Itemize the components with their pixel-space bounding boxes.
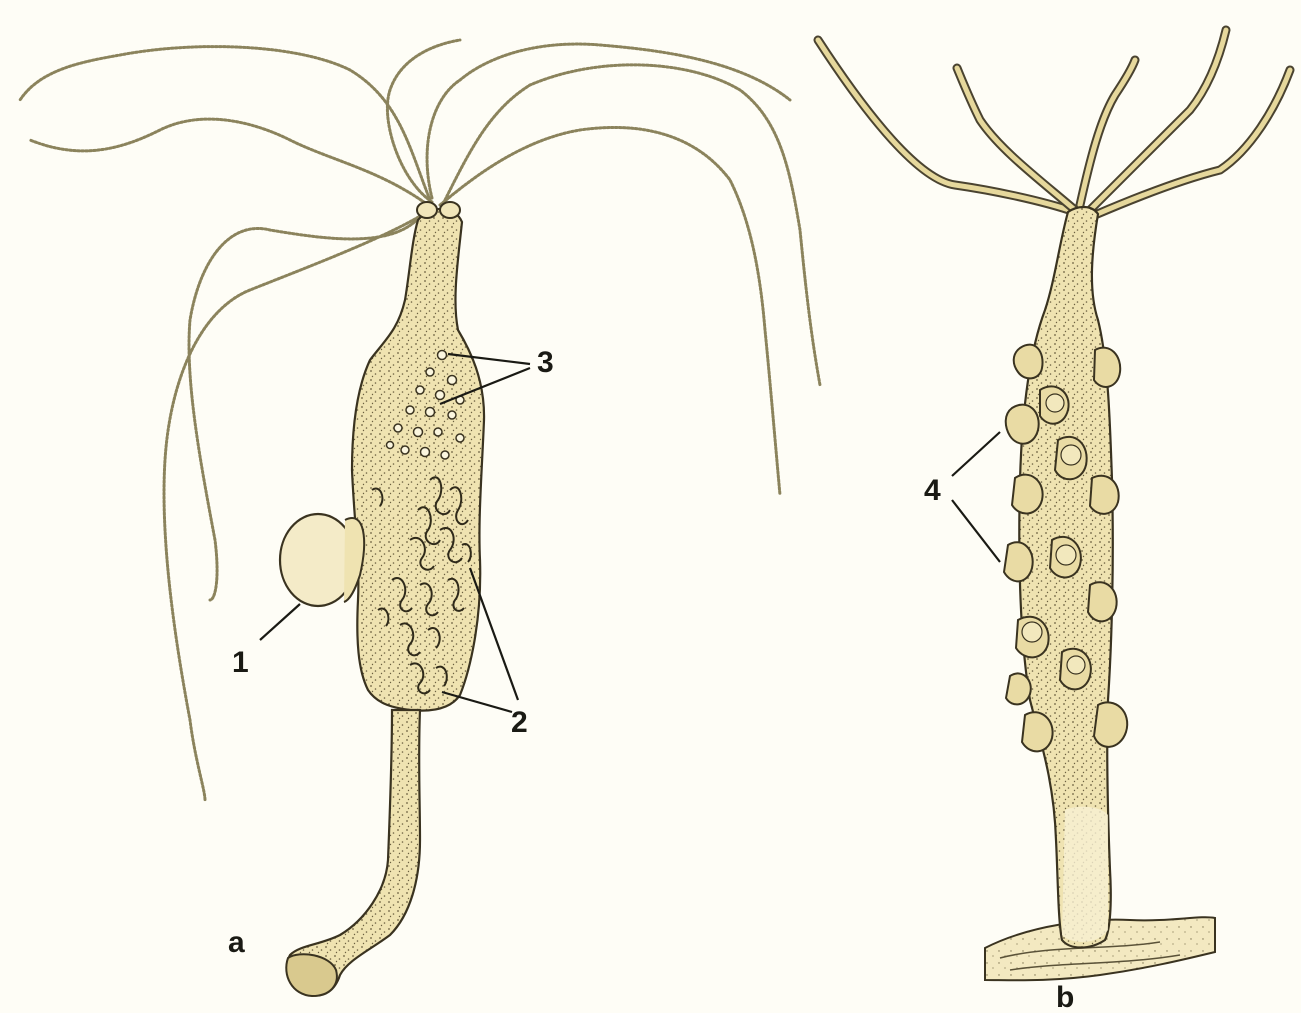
hydra-b: 4 b — [818, 30, 1290, 1013]
stalk-a — [287, 710, 420, 996]
callout-2: 2 — [511, 706, 528, 739]
callout-1: 1 — [232, 646, 249, 679]
body-a — [352, 209, 484, 711]
panel-a-label: a — [228, 926, 245, 959]
panel-b-label: b — [1056, 981, 1074, 1013]
hydra-a: 3 2 1 a — [20, 40, 820, 996]
foot-a — [286, 954, 337, 996]
callout-3: 3 — [537, 346, 554, 379]
callout-4: 4 — [924, 474, 941, 507]
tentacles-b — [818, 30, 1290, 215]
